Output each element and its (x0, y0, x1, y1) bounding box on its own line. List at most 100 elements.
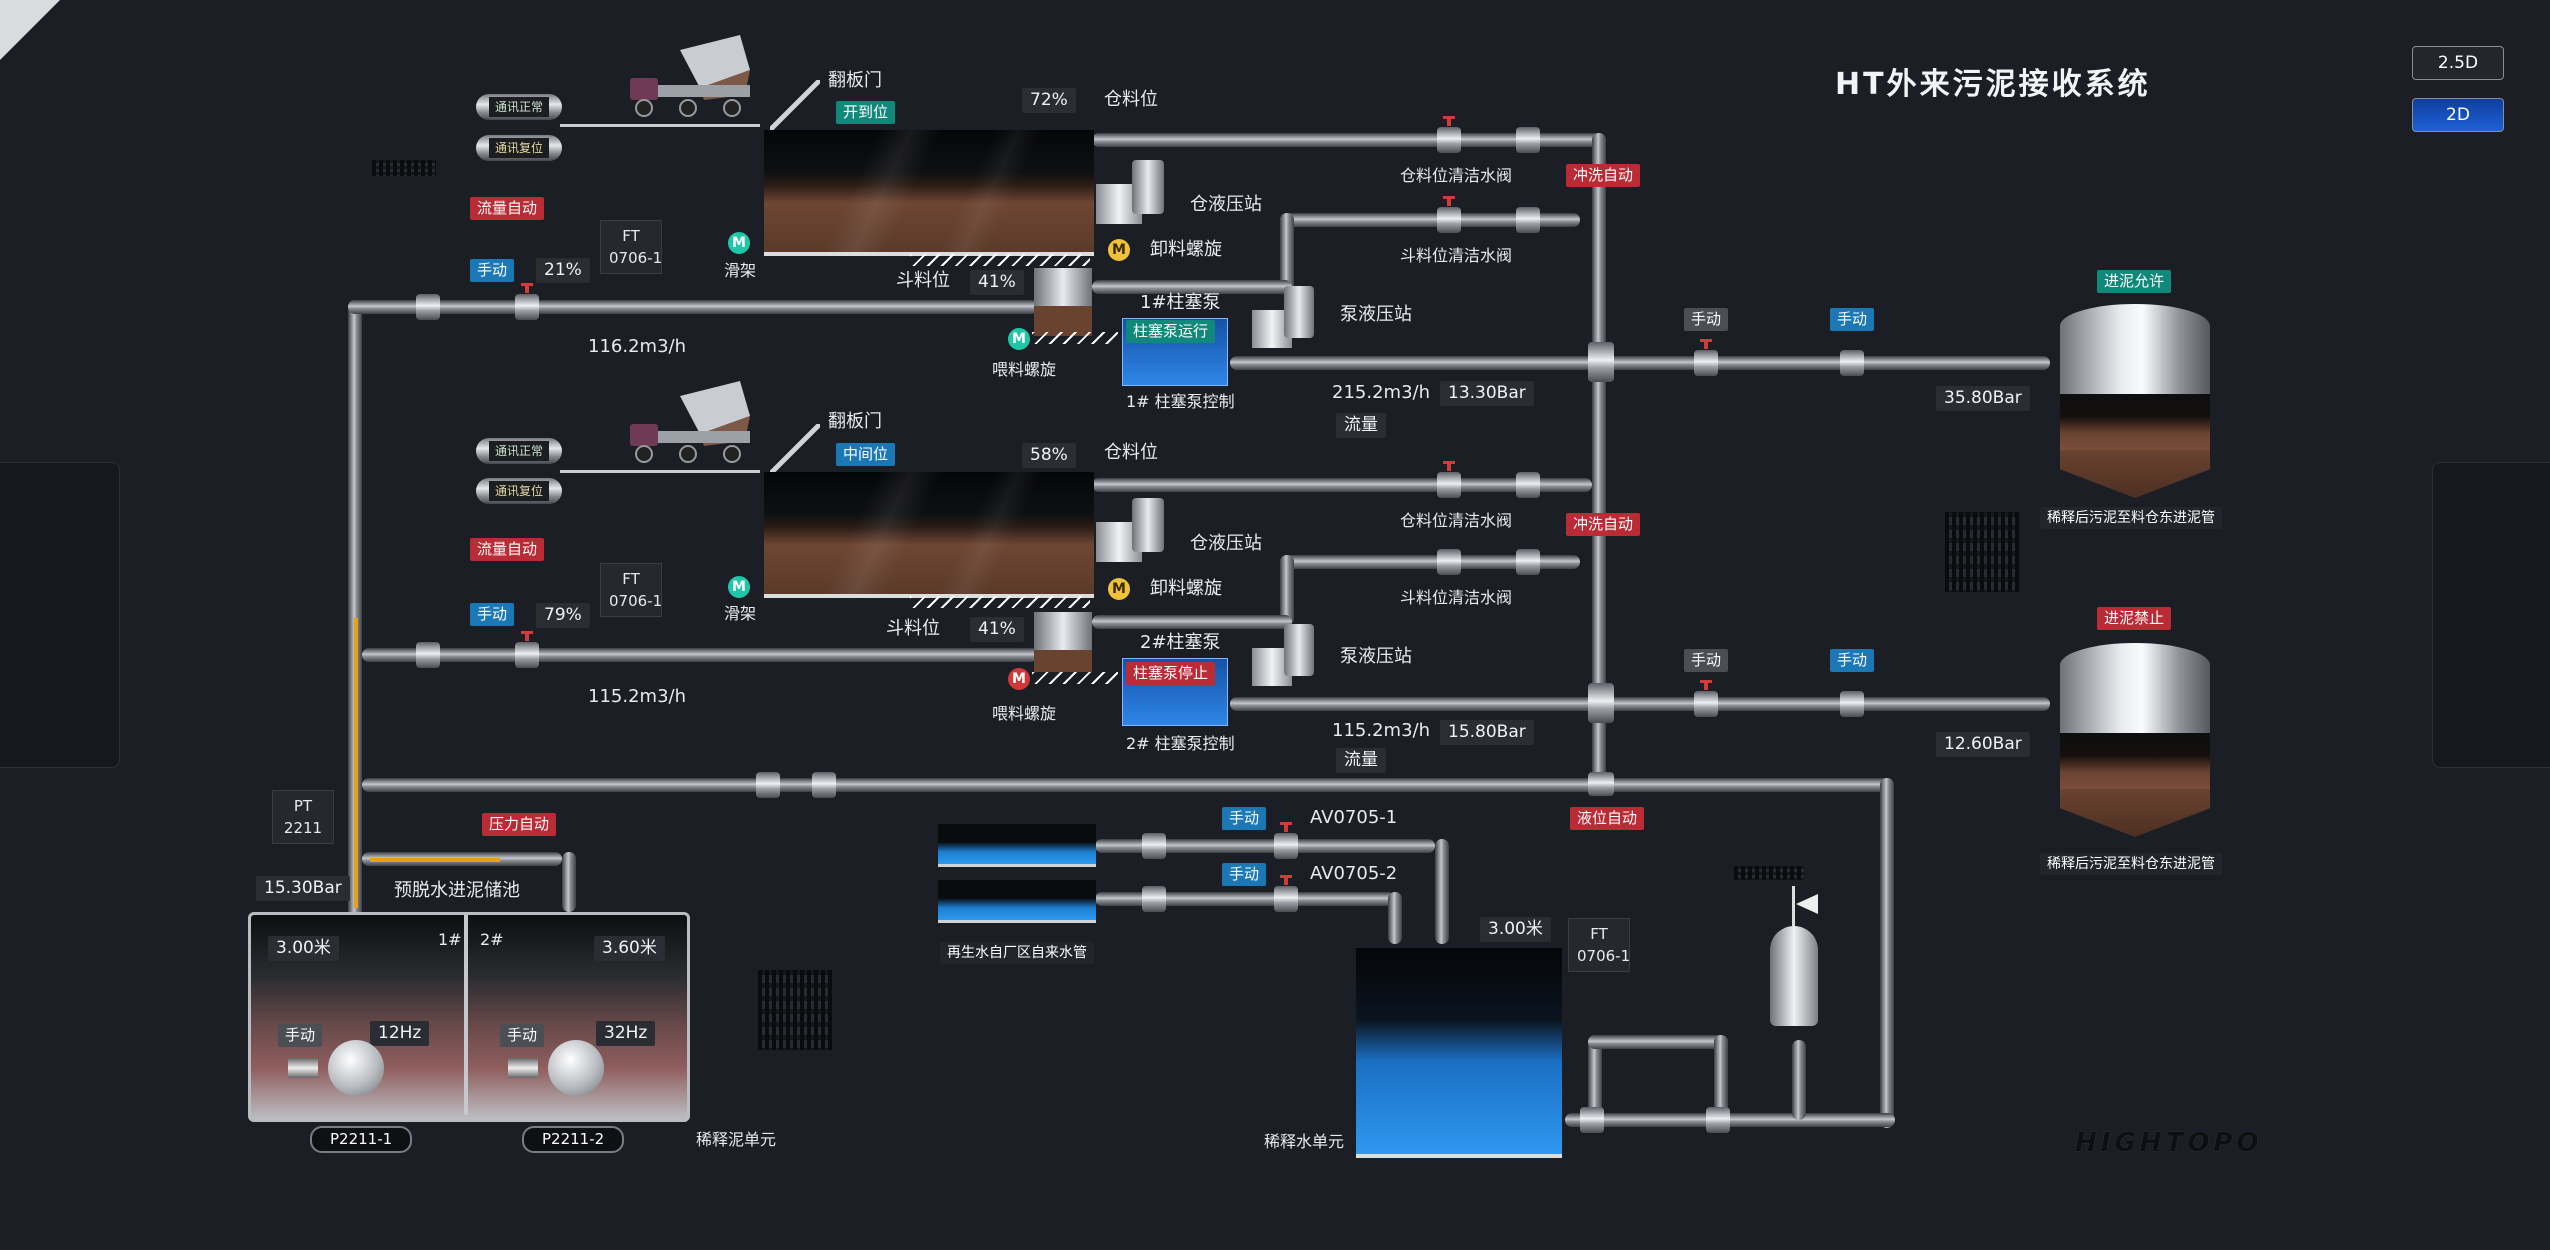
line1-flush-auto-badge[interactable]: 冲洗自动 (1566, 164, 1641, 187)
return-valve-2[interactable] (812, 772, 836, 798)
storage-pressure-transmitter: PT 2211 (272, 790, 334, 844)
storage-level-1: 3.00米 (268, 936, 339, 961)
water-unit-label: 稀释水单元 (1264, 1132, 1345, 1151)
water-manual-2[interactable]: 手动 (1222, 863, 1267, 886)
line1-comm-normal-indicator: 通讯正常 (476, 94, 562, 120)
line1-bin-clean-pipe (1092, 133, 1602, 147)
line1-flap-plate-icon (770, 80, 820, 130)
storage-pump-2-button[interactable]: P2211-2 (522, 1126, 625, 1153)
line2-pump-name: 2#柱塞泵 (1140, 632, 1221, 653)
line2-outlet-manual-b[interactable]: 手动 (1830, 649, 1875, 672)
line2-tank-pressure: 12.60Bar (1936, 732, 2030, 757)
water-valve-1a[interactable] (1142, 833, 1166, 859)
line2-outlet-manual-a[interactable]: 手动 (1684, 649, 1729, 672)
storage-tank-2-label: 2# (480, 930, 504, 949)
water-level-auto-badge[interactable]: 液位自动 (1570, 807, 1645, 830)
corner-back-icon[interactable] (0, 0, 60, 60)
line2-hopper-link (1092, 615, 1292, 629)
line1-flow-transmitter: FT 0706-1 (600, 220, 662, 274)
return-valve[interactable] (756, 772, 780, 798)
line1-outlet-manual-a[interactable]: 手动 (1684, 308, 1729, 331)
line2-flow-label: 流量 (1336, 748, 1386, 773)
line1-inlet-valve-a[interactable] (416, 294, 440, 320)
storage-manual-1[interactable]: 手动 (278, 1024, 323, 1047)
line2-bin-clean-valve-label: 仓料位清洁水阀 (1400, 511, 1513, 530)
line1-hopper-clean-valve-b[interactable] (1516, 207, 1540, 233)
line2-inlet-valve-b[interactable] (515, 631, 539, 668)
line2-hopper-clean-valve-b[interactable] (1516, 549, 1540, 575)
water-outlet-valve-a[interactable] (1580, 1107, 1604, 1133)
water-pipe-2-vertical (1388, 892, 1402, 944)
line1-pump-control-label[interactable]: 1# 柱塞泵控制 (1126, 392, 1235, 411)
line1-bin-clean-valve-a[interactable] (1437, 116, 1461, 153)
water-valve-2a[interactable] (1142, 886, 1166, 912)
water-valve-2b[interactable] (1274, 875, 1298, 912)
storage-pump-1-button[interactable]: P2211-1 (310, 1126, 413, 1153)
line1-flow-auto-badge[interactable]: 流量自动 (470, 197, 545, 220)
line1-flow-label: 流量 (1336, 413, 1386, 438)
line2-hopper-clean-valve-label: 斗料位清洁水阀 (1400, 588, 1513, 607)
line1-outlet-valve-a[interactable] (1694, 339, 1718, 376)
line1-outlet-valve-b[interactable] (1840, 350, 1864, 376)
line1-hopper-clean-vertical (1280, 213, 1294, 293)
line1-bin-clean-valve-label: 仓料位清洁水阀 (1400, 166, 1513, 185)
storage-vent-grille (758, 970, 832, 1050)
line2-hopper-clean-valve-a[interactable] (1437, 549, 1461, 575)
line2-slide-motor-icon: M (728, 576, 750, 598)
line2-feed-screw-icon: M (1008, 668, 1030, 690)
line1-comm-reset-button[interactable]: 通讯复位 (476, 135, 562, 161)
line1-feed-line (560, 124, 760, 127)
line1-dump-truck-icon (630, 30, 760, 120)
water-vent-grille (1734, 866, 1804, 880)
line1-hydraulic-station-label: 仓液压站 (1190, 194, 1262, 215)
line2-pump-state-badge: 柱塞泵停止 (1126, 662, 1216, 685)
line2-outlet-valve-a[interactable] (1694, 680, 1718, 717)
line2-manual-badge[interactable]: 手动 (470, 603, 515, 626)
line2-bin-percent: 58% (1022, 443, 1076, 468)
line1-hopper-clean-valve-label: 斗料位清洁水阀 (1400, 246, 1513, 265)
page-title: HT外来污泥接收系统 (1835, 67, 2151, 102)
line2-discharge-screw-label: 卸料螺旋 (1150, 578, 1222, 599)
water-loop-right (1714, 1035, 1728, 1115)
line1-hopper-clean-valve-a[interactable] (1437, 196, 1461, 233)
storage-manual-2[interactable]: 手动 (500, 1024, 545, 1047)
line1-inlet-valve-b[interactable] (515, 283, 539, 320)
line2-out-pressure: 15.80Bar (1440, 720, 1534, 745)
view-2-5d-button[interactable]: 2.5D (2412, 46, 2504, 80)
line2-pump-control-label[interactable]: 2# 柱塞泵控制 (1126, 734, 1235, 753)
line2-inlet-pipe (362, 648, 1038, 662)
water-manual-1[interactable]: 手动 (1222, 807, 1267, 830)
line2-hopper (1034, 612, 1092, 652)
line1-outlet-manual-b[interactable]: 手动 (1830, 308, 1875, 331)
line2-hopper-clean-vertical (1280, 555, 1294, 625)
line2-bin-clean-valve-a[interactable] (1437, 461, 1461, 498)
line2-flow-auto-badge[interactable]: 流量自动 (470, 538, 545, 561)
storage-pressure-auto-badge[interactable]: 压力自动 (482, 813, 557, 836)
line2-silo-tank (2060, 643, 2210, 837)
line1-feed-screw-icon: M (1008, 328, 1030, 350)
line2-feed-screw-graphic (1032, 672, 1118, 684)
line1-discharge-screw-icon: M (1108, 239, 1130, 261)
line2-inlet-valve-a[interactable] (416, 642, 440, 668)
storage-pump-2-icon (508, 1040, 608, 1096)
line2-pump-hydraulic-label: 泵液压站 (1340, 646, 1412, 667)
cross-fitting-3 (1588, 772, 1614, 796)
line1-manual-badge[interactable]: 手动 (470, 259, 515, 282)
line1-flow-value: 116.2m3/h (588, 336, 686, 357)
line2-flush-auto-badge[interactable]: 冲洗自动 (1566, 513, 1641, 536)
line1-out-pressure: 13.30Bar (1440, 381, 1534, 406)
line2-comm-reset-button[interactable]: 通讯复位 (476, 478, 562, 504)
line2-flow-value: 115.2m3/h (588, 686, 686, 707)
water-valve-1b[interactable] (1274, 822, 1298, 859)
line1-bin-clean-valve-b[interactable] (1516, 127, 1540, 153)
line2-out-flow: 115.2m3/h (1332, 720, 1430, 741)
line1-vent-grille (372, 160, 436, 176)
line2-outlet-valve-b[interactable] (1840, 691, 1864, 717)
highlight-orange-pipe (354, 618, 358, 908)
line2-discharge-screw-icon: M (1108, 578, 1130, 600)
view-2d-button[interactable]: 2D (2412, 98, 2504, 132)
water-outlet-valve-b[interactable] (1706, 1107, 1730, 1133)
storage-pressure-value: 15.30Bar (256, 876, 350, 901)
line1-pump-hydraulic-icon (1252, 286, 1318, 348)
line2-bin-clean-valve-b[interactable] (1516, 472, 1540, 498)
